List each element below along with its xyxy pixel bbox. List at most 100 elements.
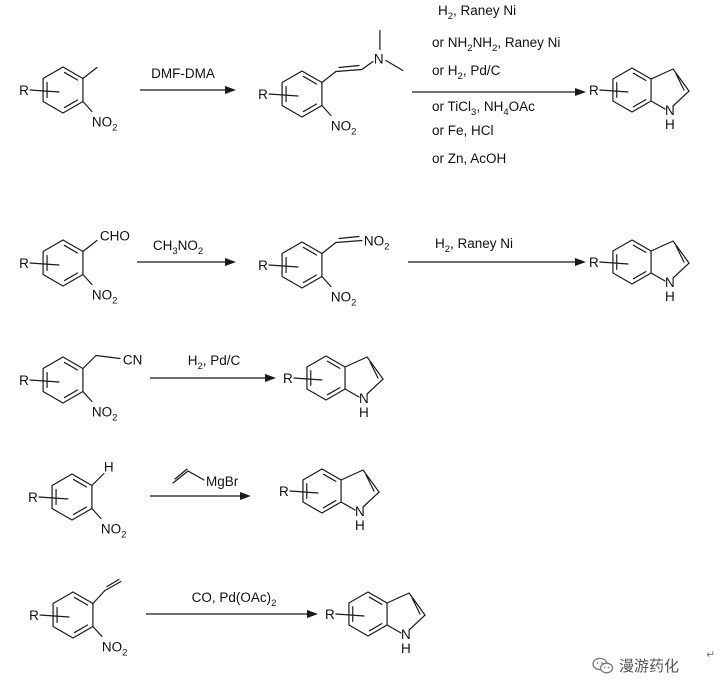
double-bond (632, 244, 647, 254)
nitro-label: NO2 (92, 288, 118, 307)
pyrrole-bond (408, 614, 426, 631)
nitro-label: NO2 (331, 119, 357, 138)
double-bond (73, 596, 89, 606)
r-group: R (258, 87, 268, 102)
wechat-icon (592, 657, 614, 673)
nitro-bond (82, 390, 93, 403)
nitrile-label: CN (123, 353, 142, 368)
double-bond (63, 244, 79, 254)
reaction-arrow-head (575, 258, 586, 266)
benzene-ring (612, 239, 652, 285)
reaction-arrow-head (575, 88, 586, 96)
r-bond (335, 613, 365, 617)
r-bond (29, 379, 60, 383)
nitro-bond (321, 275, 332, 288)
h-bond (91, 472, 105, 487)
r-group: R (28, 490, 38, 505)
reagent-condition: H2, Raney Ni (438, 3, 516, 22)
reagent-condition: or H2, Pd/C (432, 63, 501, 82)
double-bond (675, 245, 685, 263)
nitro-bond (82, 100, 93, 113)
r-group: R (19, 373, 29, 388)
double-bond (338, 64, 360, 69)
vinyl-bond (361, 60, 374, 71)
double-bond (411, 597, 421, 615)
nitrogen-label: N (359, 391, 369, 406)
pyrrole-bond (340, 501, 356, 511)
r-bond (599, 89, 629, 93)
reaction-arrow-head (265, 374, 276, 382)
r-group: R (283, 371, 293, 386)
double-bond (302, 246, 318, 256)
nitro-bond (91, 507, 102, 520)
reagent-condition: H2, Pd/C (188, 353, 241, 372)
r-bond (268, 93, 299, 97)
double-bond (326, 360, 341, 370)
nitrogen-label: N (355, 504, 365, 519)
benzene-ring (42, 239, 84, 287)
pyrrole-bond (650, 272, 666, 282)
double-bond (322, 499, 337, 509)
pyrrole-bond (362, 491, 380, 508)
pyrrole-bond (344, 388, 360, 398)
double-bond (63, 99, 79, 109)
reagent-condition: or Fe, HCl (432, 123, 494, 138)
reagent-condition: or TiCl3, NH4OAc (432, 99, 535, 118)
pyrrole-ring (650, 68, 690, 92)
double-bond (632, 98, 647, 108)
benzene-ring (302, 468, 342, 514)
double-bond (72, 506, 88, 516)
hydrogen-label: H (665, 289, 675, 304)
vinyl-bond (321, 70, 337, 84)
r-bond (39, 614, 70, 618)
benzene-ring (51, 473, 93, 521)
hydrogen-substituent-label: H (104, 460, 114, 475)
r-bond (268, 264, 299, 268)
double-bond (63, 272, 79, 282)
benzene-ring (281, 70, 323, 118)
watermark: 漫游药化 (592, 655, 679, 676)
ch2-bond (95, 354, 121, 360)
nitrogen-label: N (665, 275, 675, 290)
double-bond (106, 578, 120, 588)
nitrogen-label: N (665, 103, 675, 118)
nitro-label: NO2 (331, 290, 357, 309)
pyrrole-ring (386, 592, 426, 616)
reaction-arrow-head (240, 492, 251, 500)
r-group: R (19, 256, 29, 271)
hydrogen-label: H (401, 641, 411, 656)
r-group: R (19, 83, 29, 98)
double-bond (369, 361, 379, 379)
ch2-bond (82, 354, 97, 370)
reagent-grignard: MgBr (206, 474, 239, 489)
pyrrole-ring (340, 469, 380, 493)
r-group: R (279, 484, 289, 499)
pyrrole-bond (386, 624, 402, 634)
pyrrole-bond (672, 90, 690, 107)
reagent-condition: or Zn, AcOH (432, 151, 506, 166)
r-group: R (29, 608, 39, 623)
pyrrole-bond (672, 262, 690, 279)
double-bond (302, 103, 318, 113)
vinyl-bond (335, 239, 363, 244)
double-bond (368, 596, 383, 606)
vinyl-bond (92, 589, 106, 605)
reagent-nitromethane: CH3NO2 (153, 238, 203, 257)
double-bond (322, 473, 337, 483)
r-bond (289, 490, 319, 494)
hydrogen-label: H (359, 405, 369, 420)
double-bond (632, 270, 647, 280)
benzene-ring (348, 591, 388, 637)
reagent-condition: or NH2NH2, Raney Ni (432, 35, 560, 54)
double-bond (63, 71, 79, 81)
reaction-arrow-head (307, 610, 318, 618)
vinyl-bond (172, 470, 189, 484)
reaction-arrow-head (225, 86, 236, 94)
pyrrole-ring (344, 356, 384, 380)
double-bond (174, 468, 188, 480)
hydrogen-label: H (665, 117, 675, 132)
reagent-condition: CO, Pd(OAc)2 (192, 590, 277, 609)
